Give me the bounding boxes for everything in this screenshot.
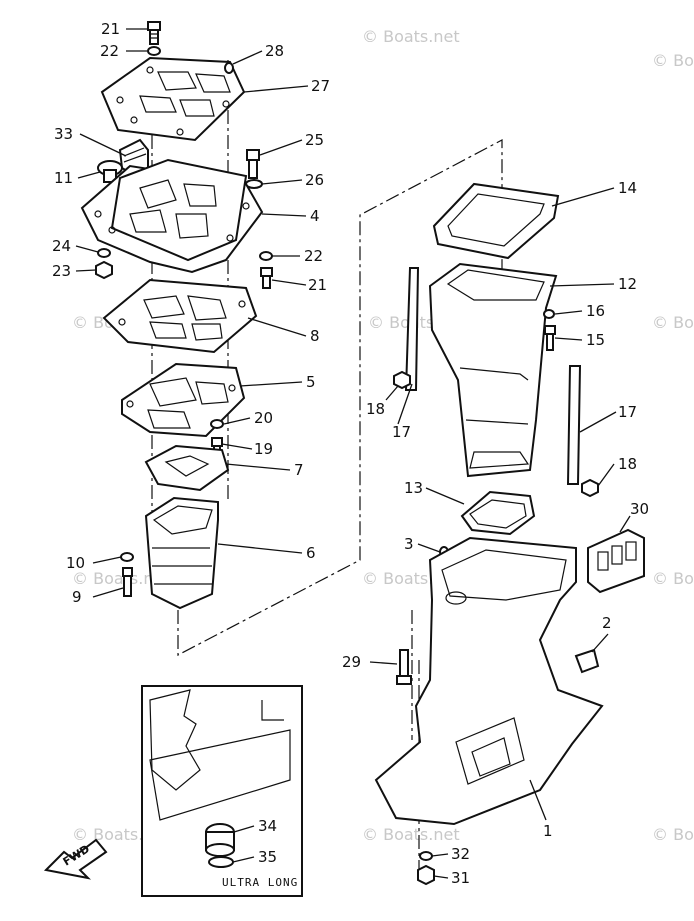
nut-18-left: [393, 370, 411, 390]
bolt-16: [543, 309, 555, 319]
callout-21-mid: 21: [308, 276, 327, 294]
callout-11: 11: [54, 169, 73, 187]
cap-2: [574, 648, 600, 674]
callout-17-right: 17: [618, 403, 637, 421]
callout-9: 9: [72, 588, 82, 606]
callout-33: 33: [54, 125, 73, 143]
grommet-30: [587, 528, 645, 594]
callout-12: 12: [618, 275, 637, 293]
exhaust-guide-12: [428, 262, 558, 478]
callout-22-top: 22: [100, 42, 119, 60]
callout-3: 3: [404, 535, 414, 553]
callout-17-left: 17: [392, 423, 411, 441]
callout-8: 8: [310, 327, 320, 345]
callout-31: 31: [451, 869, 470, 887]
callout-4: 4: [310, 207, 320, 225]
callout-29: 29: [342, 653, 361, 671]
upper-casing-1: [374, 536, 604, 826]
callout-16: 16: [586, 302, 605, 320]
washer-10: [120, 552, 134, 562]
callout-18-left: 18: [366, 400, 385, 418]
callout-32: 32: [451, 845, 470, 863]
callout-24: 24: [52, 237, 71, 255]
inset-caption: ULTRA LONG: [222, 876, 298, 889]
callout-15: 15: [586, 331, 605, 349]
watermark-10: © Boats.net: [362, 825, 460, 844]
washer-32: [419, 851, 433, 861]
bolt-31: [417, 864, 435, 886]
callout-6: 6: [306, 544, 316, 562]
bolt-15: [544, 325, 556, 351]
gasket-8: [102, 278, 258, 354]
gasket-7: [144, 444, 230, 492]
rubber-strip-17-right: [566, 365, 582, 485]
callout-18-right: 18: [618, 455, 637, 473]
callout-25: 25: [305, 131, 324, 149]
watermark-2: © Boats.net: [652, 51, 694, 70]
callout-30: 30: [630, 500, 649, 518]
callout-21-top: 21: [101, 20, 120, 38]
callout-labels: 21 22 28 27 33 11 25 26 4 24 23 22 21 8 …: [52, 20, 649, 887]
bolt-21-top: [147, 21, 161, 45]
callout-22-mid: 22: [304, 247, 323, 265]
gear-34: [205, 823, 235, 857]
gasket-27: [100, 56, 246, 142]
bolt-9: [122, 567, 133, 597]
callout-14: 14: [618, 179, 637, 197]
callout-19: 19: [254, 440, 273, 458]
callout-34: 34: [258, 817, 277, 835]
nut-24: [97, 248, 111, 258]
seal-13: [460, 490, 536, 536]
exhaust-pipe-6: [144, 496, 219, 610]
callout-26: 26: [305, 171, 324, 189]
rubber-strip-17-left: [404, 267, 420, 391]
callout-1: 1: [543, 822, 553, 840]
watermark-6: © Boats.net: [72, 569, 170, 588]
plate-5: [121, 362, 246, 438]
nut-18-right: [581, 478, 599, 498]
callout-28: 28: [265, 42, 284, 60]
bolt-25: [246, 149, 260, 179]
callout-7: 7: [294, 461, 304, 479]
callout-35: 35: [258, 848, 277, 866]
callout-2: 2: [602, 614, 612, 632]
gasket-14: [432, 182, 560, 260]
callout-27: 27: [311, 77, 330, 95]
callout-13: 13: [404, 479, 423, 497]
callout-5: 5: [306, 373, 316, 391]
pin-28: [224, 62, 234, 74]
washer-20: [210, 419, 224, 429]
exhaust-guide-4: [80, 158, 264, 274]
watermark-5: © Boats.net: [652, 313, 694, 332]
leader-lines: [75, 28, 631, 879]
watermark-8: © Boats.net: [652, 569, 694, 588]
washer-22-mid: [259, 251, 273, 261]
watermark-11: © Boats.net: [652, 825, 694, 844]
callout-23: 23: [52, 262, 71, 280]
circlip-35: [208, 856, 234, 868]
bolt-29: [396, 649, 412, 685]
callout-10: 10: [66, 554, 85, 572]
fwd-arrow: FWD: [43, 838, 108, 880]
callout-20: 20: [254, 409, 273, 427]
bolt-21-mid: [260, 267, 273, 289]
watermark-1: © Boats.net: [362, 27, 460, 46]
nut-23: [95, 260, 113, 280]
washer-22-top: [147, 46, 161, 56]
plug-11: [97, 160, 123, 183]
